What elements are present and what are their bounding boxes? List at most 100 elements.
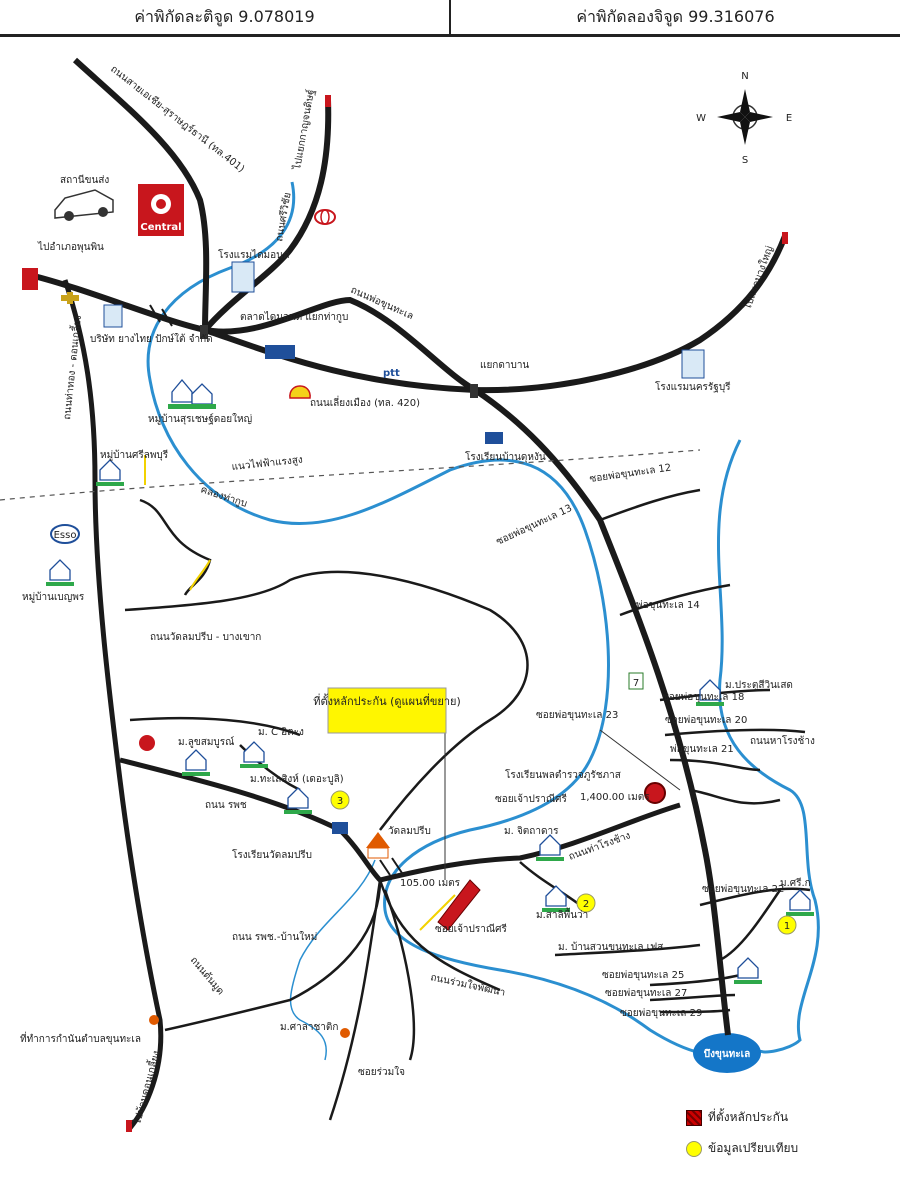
map-legend: ที่ตั้งหลักประกัน ข้อมูลเปรียบเทียบ: [686, 1108, 886, 1170]
road-end-cap-2: [782, 232, 788, 244]
lake-khun-thale: [693, 1033, 761, 1073]
label-to-don-kliang: ไปบ้านดอนเกลี้ยง: [129, 1049, 162, 1127]
label-school-lom: โรงเรียนวัดลมปรีบ: [232, 848, 312, 861]
label-wat: วัดลมปรีบ: [388, 825, 431, 837]
label-soi-20: ซอยพ่อขุนทะเล 20: [665, 715, 747, 726]
label-rpc-road: ถนน รพช: [205, 800, 247, 811]
comparison-marker-2: [576, 893, 596, 913]
marker-2-label: 2: [583, 899, 589, 910]
comparison-marker-1: [777, 915, 797, 935]
latitude-value: ค่าพิกัดละติจูด 9.078019: [134, 6, 315, 26]
seven-eleven-logo: 7: [628, 672, 644, 690]
legend-collateral-label: ที่ตั้งหลักประกัน: [708, 1110, 789, 1124]
compass-s: S: [742, 155, 748, 166]
label-hotel-road: ถนนหาโรงช้าง: [750, 734, 815, 747]
sala-icon: [340, 1028, 350, 1038]
label-rpc-ban-mai: ถนน รพช.-บ้านใหม่: [232, 931, 317, 943]
school-red-icon: [644, 782, 666, 804]
road-kanchanadit: [202, 99, 332, 332]
label-distance-1400: 1,400.00 เมตร: [580, 792, 650, 803]
label-soi-14: พ่อขุนทะเล 14: [636, 600, 700, 611]
toyota-logo: [314, 209, 336, 225]
label-powerline: แนวไฟฟ้าแรงสูง: [231, 454, 303, 473]
road-highway-401: [72, 57, 210, 331]
label-police-school: โรงเรียนพลตำรวจภูรัชภาส: [505, 768, 621, 781]
compass-n: N: [741, 71, 748, 82]
compass-e: E: [786, 113, 792, 124]
lotus-logo: [265, 345, 295, 359]
coordinate-header: ค่าพิกัดละติจูด 9.078019 ค่าพิกัดลองจิจู…: [0, 0, 900, 37]
label-soi-27: ซอยพ่อขุนทะเล 27: [605, 988, 687, 999]
collateral-label-box: [327, 687, 447, 734]
traffic-light-1: [200, 325, 208, 339]
temple-icon: [366, 832, 390, 859]
road-end-cap-1: [325, 95, 331, 107]
label-soi-23: ซอยพ่อขุนทะเล 23: [536, 710, 618, 721]
label-hotel-diamond: โรงแรมไดมอนด์: [218, 248, 289, 261]
marker-1-label: 1: [784, 921, 790, 932]
red-circle-icon: [139, 735, 155, 751]
label-soi-upper: ซอยเจ้าปราณีศรี: [495, 793, 568, 805]
yellow-road-1: [189, 559, 211, 591]
label-hotel-right: โรงแรมนครรัฐบุรี: [655, 380, 731, 393]
yellow-road-3: [419, 894, 456, 931]
traffic-light-2: [470, 384, 478, 398]
label-soi-ruam: ซอยร่วมใจ: [358, 1066, 405, 1078]
label-soi-18: ซอยพ่อขุนทะเล 18: [662, 692, 744, 703]
label-school-top: โรงเรียนบ้านดุหงัน: [465, 450, 546, 463]
label-m-supasuk: ม.ลูขสมบูรณ์: [178, 736, 234, 748]
label-bypass-420: ถนนเลี่ยงเมือง (ทล. 420): [310, 395, 420, 409]
label-village-left: หมู่บ้านเบญพร: [22, 591, 85, 603]
house-icon: [49, 378, 811, 979]
label-village-1: หมู่บ้านสุรเชษฐ์ดอยใหญ่: [148, 413, 252, 425]
label-company: บริษัท ยางไทย ปักษ์ใต้ จำกัด: [90, 333, 213, 345]
collateral-marker: [437, 879, 481, 931]
car-icon: [54, 189, 114, 221]
pointer-line-2: [599, 729, 681, 791]
label-soi-12: ซอยพ่อขุนทะเล 12: [589, 463, 672, 485]
label-left-road: ถนนท่าทอง - ดอนเกลี้ยง: [59, 314, 84, 420]
label-ban-suan: ม. บ้านสวนขุนทะเล เฟส: [558, 941, 663, 953]
label-m-c: ม. C อิตะง: [258, 727, 304, 738]
label-market: ตลาดไดมอนด์ แยกท่ากูบ: [240, 311, 348, 323]
road-end-cap-3: [126, 1120, 132, 1132]
label-m-sasana: ม.สาลิพื้นว่า: [536, 907, 588, 921]
stream-small: [289, 859, 376, 1061]
ptt-logo: ptt: [383, 368, 400, 379]
shell-logo: [289, 385, 311, 399]
central-logo: Central: [138, 184, 184, 236]
left-top-logo: [22, 268, 38, 290]
bridge-markers: [149, 304, 403, 876]
marker-3-label: 3: [337, 796, 343, 807]
label-bus-station: สถานีขนส่ง: [60, 174, 109, 186]
location-map: บึงขุนทะเล: [0, 57, 820, 1132]
label-distance-105: 105.00 เมตร: [400, 878, 461, 889]
collateral-label: ที่ตั้งหลักประกัน (ดูแผนที่ขยาย): [313, 693, 461, 708]
legend-comparison-label: ข้อมูลเปรียบเทียบ: [708, 1141, 799, 1155]
office-icon: [149, 1015, 159, 1025]
road-pho-khun-thale: [204, 296, 731, 1036]
seven-label: 7: [633, 678, 639, 689]
legend-collateral: ที่ตั้งหลักประกัน: [686, 1108, 886, 1127]
powerline: [0, 449, 701, 501]
label-office: ที่ทำการกำนันตำบลขุนทะเล: [20, 1031, 141, 1045]
label-m-jit: ม. จิตถาดาร: [504, 826, 559, 837]
comparison-swatch-icon: [686, 1140, 702, 1157]
legend-comparison: ข้อมูลเปรียบเทียบ: [686, 1139, 886, 1158]
label-to-phunphin: ไปอำเภอพุนพิน: [37, 241, 104, 253]
road-bypass-420: [29, 234, 788, 394]
label-siam-village: ม.ประตูสีวินเสด: [725, 679, 793, 691]
label-soi-jaopran: ซอยเจ้าปราณีศรี: [435, 923, 508, 935]
esso-label: Esso: [54, 530, 77, 541]
label-soi-22: ซอยพ่อขุนทะเล 22: [702, 884, 784, 895]
esso-logo: Esso: [50, 524, 80, 544]
comparison-marker-3: [330, 790, 350, 810]
central-label: Central: [140, 222, 181, 233]
label-ton-mut-road: ถนนต้นมูด: [188, 954, 227, 997]
label-m-sala: ม.ศาลาชาติก: [280, 1022, 338, 1033]
comparison-markers: [330, 790, 797, 935]
label-soi-29: ซอยพ่อขุนทะเล 29: [620, 1008, 702, 1019]
label-to-kanchanadit: ไปแยกกาญจนดิษฐ์: [291, 88, 317, 171]
label-wat-road: ถนนวัดลมปรีบ - บางเขาก: [150, 631, 261, 643]
collateral-swatch-icon: [686, 1109, 702, 1126]
